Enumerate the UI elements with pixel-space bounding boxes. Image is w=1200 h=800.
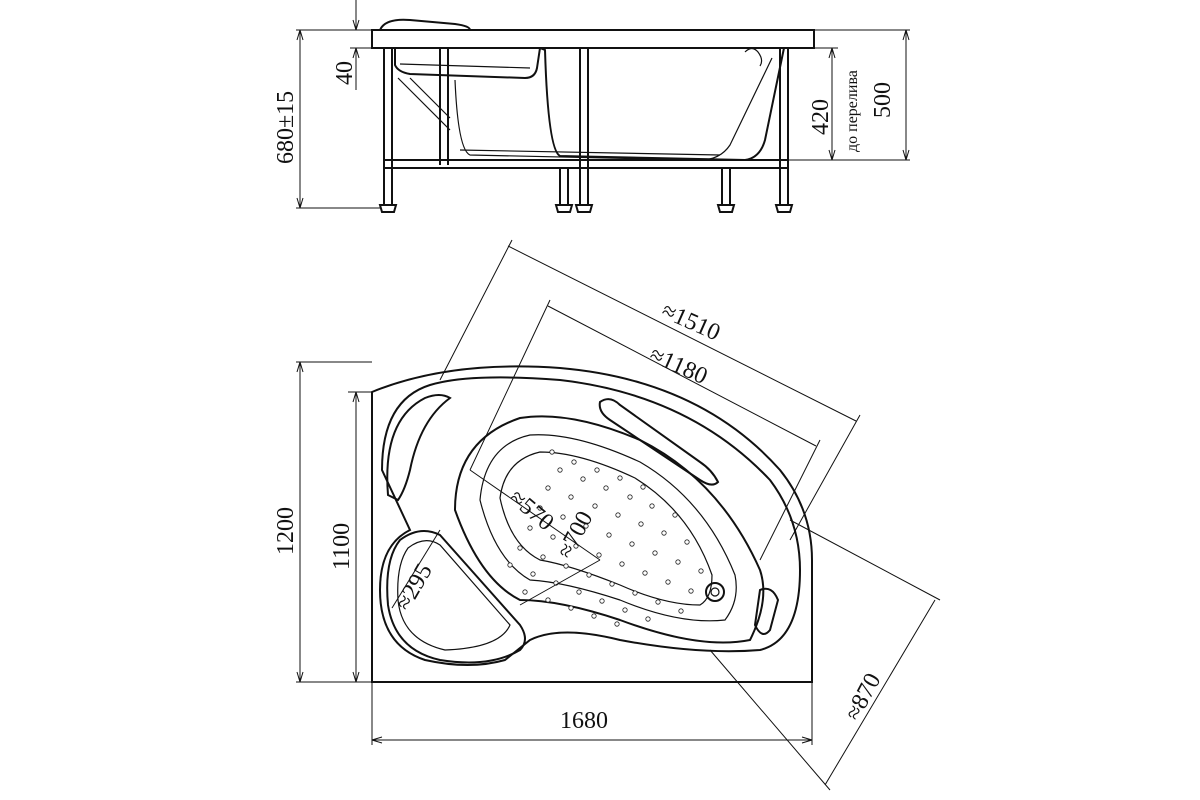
jet-hole [617, 475, 623, 481]
jet-hole [568, 605, 574, 611]
dim-overflow-label: 420 [808, 99, 834, 135]
plan-handle [598, 398, 720, 486]
jet-hole [652, 550, 658, 556]
jet-hole [672, 512, 678, 518]
jet-hole [640, 484, 646, 490]
plan-faucet [753, 587, 780, 635]
overflow-note: до перелива [844, 70, 861, 152]
plan-headrest [386, 394, 452, 502]
jet-hole [527, 525, 533, 531]
dim-width-inner-label: 1100 [329, 523, 355, 570]
jet-hole [642, 570, 648, 576]
jet-hole [638, 521, 644, 527]
jet-hole [665, 579, 671, 585]
jet-hole [678, 608, 684, 614]
jet-hole [591, 613, 597, 619]
dim-diagonal-outer-label: ≈1510 [658, 298, 724, 347]
jet-hole [545, 597, 551, 603]
dim-length-label: 1680 [560, 708, 608, 734]
jet-hole [576, 589, 582, 595]
jet-hole [615, 512, 621, 518]
side-bowl [539, 47, 785, 162]
plan-view: ≈1510 ≈1180 ≈570 ≈700 ≈295 1200 1100 168… [273, 239, 941, 791]
side-headrest [379, 18, 471, 31]
drain-icon [705, 582, 725, 602]
dim-width-outer-label: 1200 [273, 507, 299, 555]
jet-hole [568, 494, 574, 500]
plan-outline [371, 365, 813, 683]
plan-inner-rim [378, 376, 802, 666]
jet-hole [545, 485, 551, 491]
jet-hole [560, 514, 566, 520]
jet-hole [517, 545, 523, 551]
jet-hole [592, 503, 598, 509]
dim-rim-label: 40 [332, 61, 358, 85]
jet-hole [614, 621, 620, 627]
jet-hole [596, 552, 602, 558]
jet-hole [580, 476, 586, 482]
jet-hole [684, 539, 690, 545]
jet-hole [619, 561, 625, 567]
jet-hole [609, 581, 615, 587]
jet-hole [698, 568, 704, 574]
plan-bowl [453, 415, 765, 644]
side-frame [383, 48, 789, 205]
jet-hole [549, 449, 555, 455]
side-rim [371, 29, 815, 49]
jet-hole [540, 554, 546, 560]
jet-hole [629, 541, 635, 547]
side-seat [394, 47, 541, 80]
dim-depth-label: 500 [870, 82, 896, 118]
jet-hole [632, 590, 638, 596]
dim-short-side-label: ≈870 [840, 669, 886, 725]
jet-hole [550, 534, 556, 540]
jet-hole [583, 523, 589, 529]
jet-hole [627, 494, 633, 500]
dim-total-height-label: 680±15 [273, 91, 299, 164]
jet-hole [522, 589, 528, 595]
jet-hole [655, 599, 661, 605]
jet-hole [661, 530, 667, 536]
jet-hole [606, 532, 612, 538]
jet-holes [507, 449, 704, 627]
jet-hole [571, 459, 577, 465]
jet-hole [688, 588, 694, 594]
jet-hole [594, 467, 600, 473]
dim-diagonal-inner-label: ≈1180 [646, 342, 712, 390]
jet-hole [586, 572, 592, 578]
jet-hole [622, 607, 628, 613]
plan-seat [386, 530, 526, 664]
jet-hole [649, 503, 655, 509]
jet-hole [645, 616, 651, 622]
jet-hole [507, 562, 513, 568]
jet-hole [599, 598, 605, 604]
jet-hole [537, 505, 543, 511]
jet-hole [530, 571, 536, 577]
side-view: 40 680±15 420 до перелива 500 [273, 0, 910, 213]
jet-hole [675, 559, 681, 565]
jet-hole [563, 563, 569, 569]
jet-hole [557, 467, 563, 473]
jet-hole [603, 485, 609, 491]
